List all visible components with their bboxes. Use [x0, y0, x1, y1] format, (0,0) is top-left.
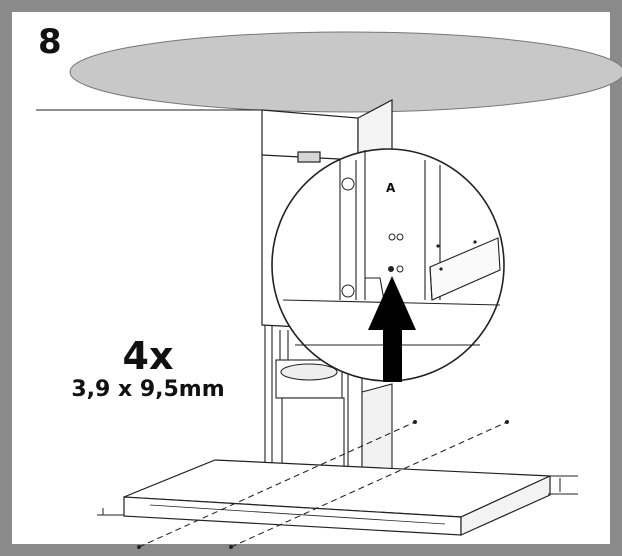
fastener-callout: 4x 3,9 x 9,5mm: [48, 336, 248, 404]
up-arrow-icon: [368, 276, 416, 382]
hole-icon: [388, 266, 394, 272]
hood-canopy: [123, 459, 551, 536]
screw-point: [137, 545, 141, 549]
hole-icon: [396, 265, 404, 273]
screw-guide-lines: [138, 421, 508, 548]
ceiling-shape: [69, 31, 622, 113]
step-number: 8: [38, 22, 62, 62]
screw-point: [229, 545, 233, 549]
fastener-quantity: 4x: [122, 334, 174, 378]
hole-icon: [388, 233, 396, 241]
screw-head-icon: [341, 177, 355, 191]
screw-head-icon: [341, 284, 355, 298]
fastener-size: 3,9 x 9,5mm: [71, 377, 225, 402]
height-marks: [97, 475, 578, 516]
screw-point: [413, 420, 417, 424]
hole-icon: [396, 233, 404, 241]
part-label: A: [386, 181, 396, 195]
detail-magnifier: [271, 148, 505, 382]
screw-point: [505, 420, 509, 424]
